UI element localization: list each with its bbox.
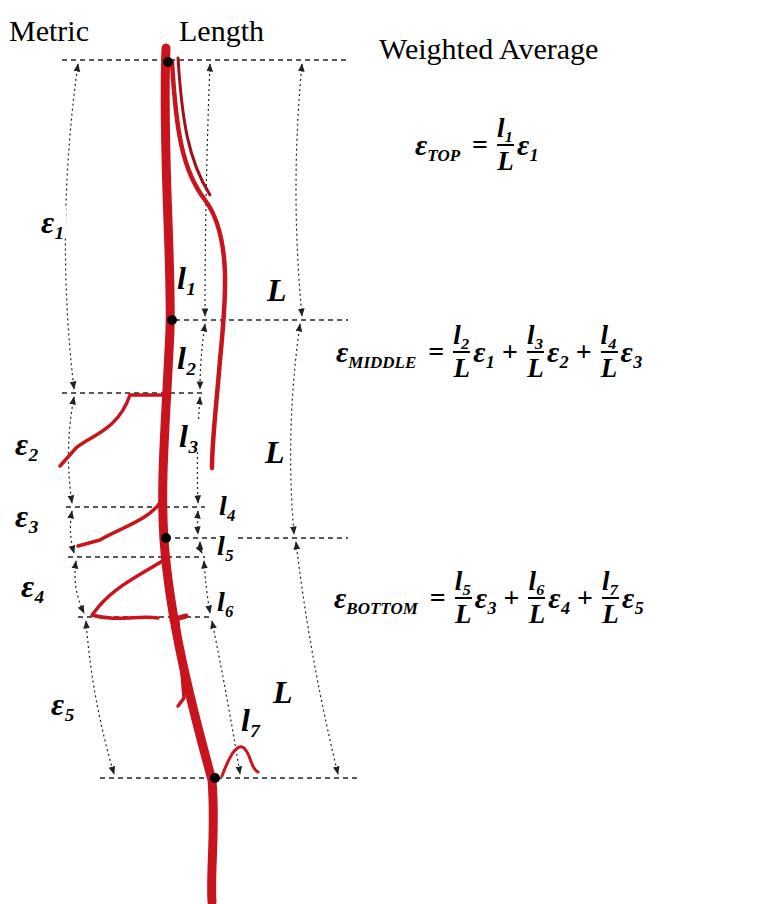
fraction-bar xyxy=(601,351,618,353)
formula-row: εTOP = l₁ Lε₁ xyxy=(415,115,540,175)
fraction-denominator: L xyxy=(529,601,546,628)
formula-row: εMIDDLE=l₂Lε₁+l₃Lε₂+l₄Lε₃ xyxy=(336,322,643,382)
fraction-bar xyxy=(455,597,472,599)
fraction-numerator: l₇ xyxy=(602,568,619,595)
formula-operator: + xyxy=(576,338,592,366)
fraction-bar xyxy=(527,351,544,353)
length-label: l₆ xyxy=(216,588,236,616)
fraction: l₃ L xyxy=(527,322,544,382)
fraction-numerator: l₂ xyxy=(453,322,470,349)
formula-subscript: TOP xyxy=(427,147,460,164)
fraction-numerator: l₅ xyxy=(455,568,472,595)
formula-symbol: ε₅ xyxy=(622,583,645,613)
column-heading: Weighted Average xyxy=(378,34,599,64)
length-label: l₄ xyxy=(218,492,238,520)
fraction-bar xyxy=(602,597,619,599)
fraction: l₄ L xyxy=(601,322,618,382)
fraction: l₇ L xyxy=(602,568,619,628)
fraction-denominator: L xyxy=(601,355,618,382)
formula-symbol: ε₃ xyxy=(621,337,644,367)
fraction-numerator: l₁ xyxy=(497,115,514,142)
fraction-bar xyxy=(528,597,545,599)
fraction: l₂ L xyxy=(453,322,470,382)
length-label: l₁ xyxy=(176,262,198,294)
length-label: l₃ xyxy=(178,420,200,452)
formula-subscript: BOTTOM xyxy=(346,600,417,617)
formula-operator: = xyxy=(472,131,488,159)
formula-symbol: ε₁ xyxy=(473,337,496,367)
formula-symbol: ε₃ xyxy=(475,583,498,613)
metric-label: ε₄ xyxy=(20,570,46,602)
metric-label: ε₁ xyxy=(40,206,66,238)
fraction-numerator: l₆ xyxy=(528,568,545,595)
boundary-lines xyxy=(62,60,358,778)
formula-symbol: ε xyxy=(415,130,427,160)
formula-row: εBOTTOM=l₅Lε₃+l₆Lε₄+l₇Lε₅ xyxy=(334,568,645,628)
fraction-numerator: l₄ xyxy=(601,322,618,349)
metric-label: ε₂ xyxy=(14,428,40,460)
fraction: l₆ L xyxy=(528,568,545,628)
formula-symbol: ε₂ xyxy=(547,337,570,367)
vessel xyxy=(60,48,258,902)
formula-symbol: ε₄ xyxy=(548,583,571,613)
fraction: l₁ L xyxy=(497,115,514,175)
formula-subscript: MIDDLE xyxy=(348,354,416,371)
length-label: l₂ xyxy=(176,342,198,374)
branch-points xyxy=(161,57,220,783)
segment-length-label: L xyxy=(272,676,294,708)
metric-label: ε₅ xyxy=(50,688,76,720)
fraction-denominator: L xyxy=(455,601,472,628)
segment-length-label: L xyxy=(264,436,286,468)
fraction-denominator: L xyxy=(602,601,619,628)
formula-symbol: ε xyxy=(334,583,346,613)
fraction-bar xyxy=(497,144,514,146)
column-heading: Metric xyxy=(8,16,90,46)
formula-operator: = xyxy=(428,338,444,366)
dimension-arcs xyxy=(65,64,338,774)
length-label: l₅ xyxy=(216,532,236,560)
fraction-denominator: L xyxy=(497,148,514,175)
length-label: l₇ xyxy=(240,704,262,736)
column-heading: Length xyxy=(178,16,265,46)
formula-operator: + xyxy=(502,338,518,366)
metric-label: ε₃ xyxy=(14,500,40,532)
fraction-denominator: L xyxy=(454,355,471,382)
segment-length-label: L xyxy=(266,274,288,306)
fraction-bar xyxy=(453,351,470,353)
formula-operator: = xyxy=(430,584,446,612)
formula-operator: + xyxy=(503,584,519,612)
fraction-numerator: l₃ xyxy=(527,322,544,349)
fraction: l₅ L xyxy=(455,568,472,628)
fraction-denominator: L xyxy=(527,355,544,382)
formula-symbol: ε₁ xyxy=(517,130,540,160)
formula-operator: + xyxy=(577,584,593,612)
formula-symbol: ε xyxy=(336,337,348,367)
